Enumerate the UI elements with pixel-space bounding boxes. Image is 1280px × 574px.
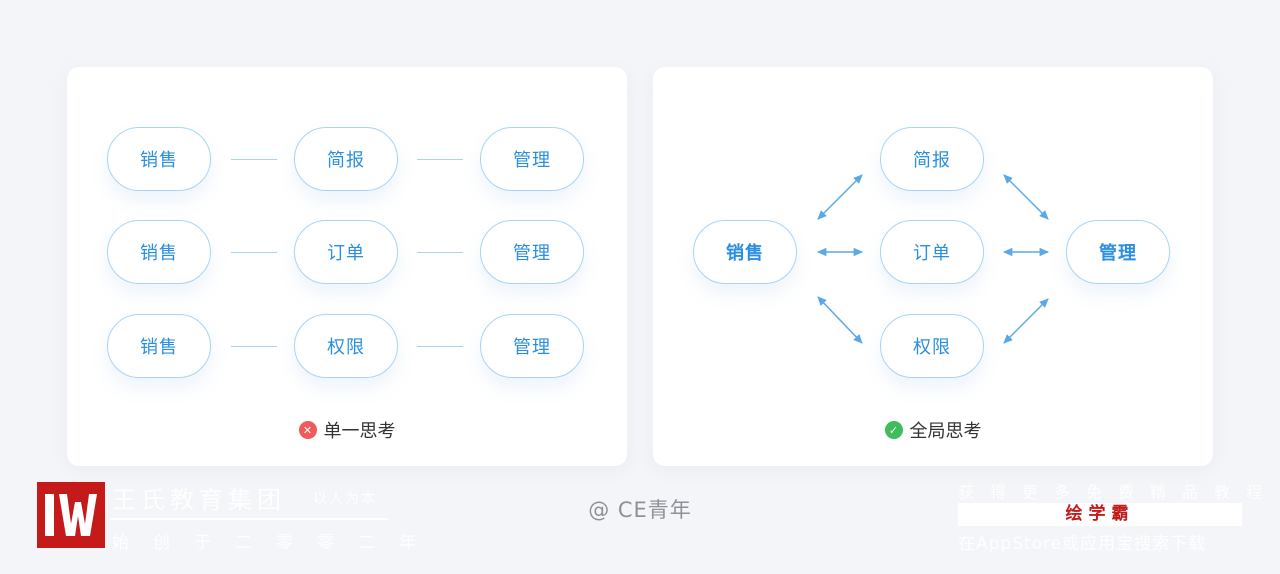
connector-line <box>417 346 463 347</box>
connector-line <box>417 159 463 160</box>
arrow-connectors <box>816 174 1050 344</box>
connector-line <box>231 252 277 253</box>
connector-line <box>231 346 277 347</box>
caption-label: 单一思考 <box>323 421 396 442</box>
node-order: 订单 <box>294 220 398 284</box>
node-order: 订单 <box>880 220 984 284</box>
node-management: 管理 <box>480 127 584 191</box>
node-brief: 简报 <box>294 127 398 191</box>
check-circle-icon: ✓ <box>884 421 903 439</box>
connector-line <box>231 159 277 160</box>
app-name: 绘学霸 <box>1065 504 1135 524</box>
node-sales: 销售 <box>107 220 211 284</box>
node-sales: 销售 <box>107 127 211 191</box>
arrow-sales-brief <box>817 174 863 220</box>
node-permission: 权限 <box>294 314 398 378</box>
node-management: 管理 <box>1066 220 1170 284</box>
arrow-brief-management <box>1003 174 1049 220</box>
brand-subtitle: 始创于二零零二年 <box>112 533 440 553</box>
node-management: 管理 <box>480 220 584 284</box>
brand-logo <box>37 482 105 548</box>
brand-slogan: 以人为本 <box>313 491 377 507</box>
author-credit: @ CE青年 <box>588 498 692 522</box>
brand-name: 王氏教育集团 <box>112 486 286 514</box>
global-thinking-caption: ✓ 全局思考 <box>653 417 1213 443</box>
node-permission: 权限 <box>880 314 984 378</box>
arrow-sales-permission <box>817 296 863 344</box>
promo-bar <box>958 503 1242 526</box>
single-thinking-caption: ✕ 单一思考 <box>67 417 627 443</box>
close-circle-icon: ✕ <box>298 421 317 439</box>
global-thinking-panel: 销售 简报 订单 权限 管理 ✓ 全局思考 <box>653 67 1213 466</box>
connector-line <box>417 252 463 253</box>
node-sales: 销售 <box>107 314 211 378</box>
brand-divider <box>110 518 388 520</box>
node-management: 管理 <box>480 314 584 378</box>
caption-label: 全局思考 <box>909 421 982 442</box>
node-brief: 简报 <box>880 127 984 191</box>
node-sales: 销售 <box>693 220 797 284</box>
download-hint: 在AppStore或应用宝搜索下载 <box>958 534 1207 554</box>
single-thinking-panel: 销售 简报 管理 销售 订单 管理 销售 权限 管理 ✕ 单一思考 <box>67 67 627 466</box>
arrow-permission-management <box>1003 298 1049 344</box>
promo-text: 获得更多免费精品教程 <box>958 483 1279 502</box>
brand-logo-mark <box>45 494 97 536</box>
